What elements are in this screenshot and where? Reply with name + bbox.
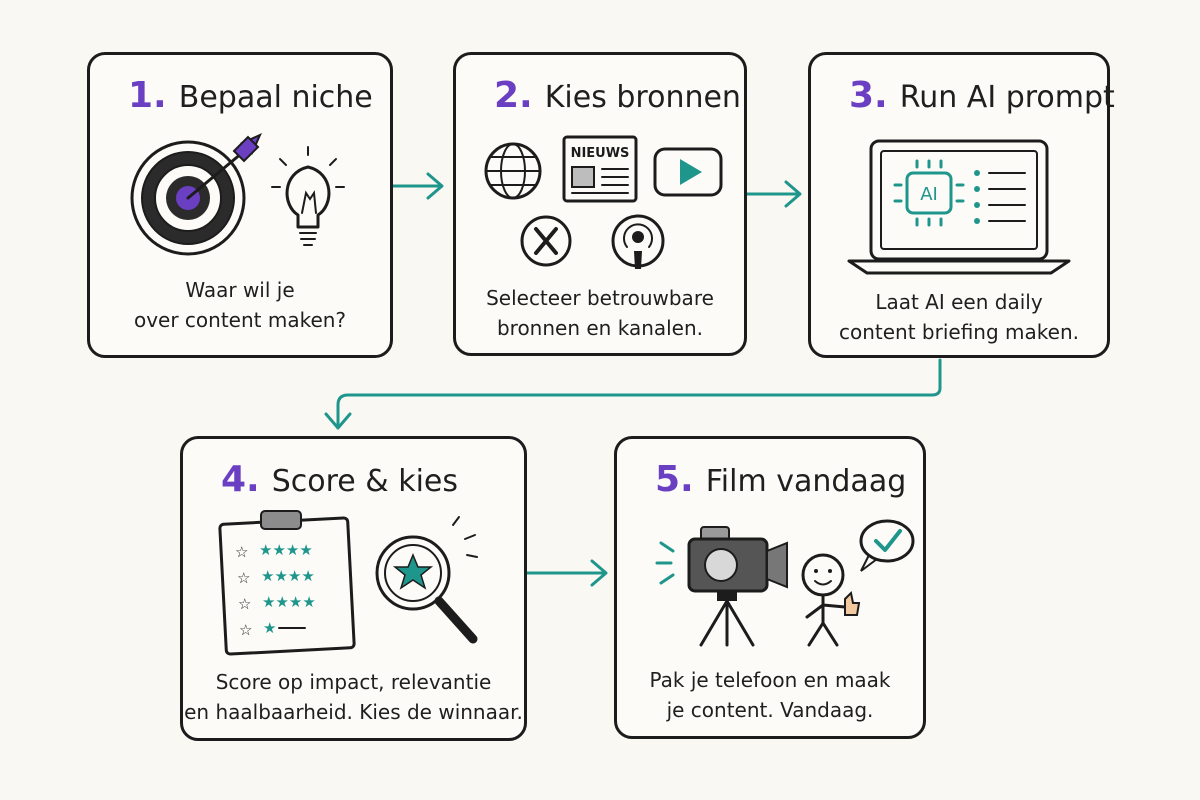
step-1-card: 1.Bepaal niche Waar wil je over content … [87,52,393,358]
step-2-card: 2.Kies bronnen NIEUWS Selectee [453,52,747,356]
magnifier-star-icon [375,516,478,644]
svg-text:★★★★: ★★★★ [261,567,315,585]
step-1-title: 1.Bepaal niche [128,75,373,116]
podcast-icon [611,214,665,269]
svg-text:AI: AI [920,184,938,205]
globe-icon [484,142,542,200]
svg-text:☆: ☆ [235,543,248,561]
step-1-description: Waar wil je over content maken? [133,278,347,332]
svg-text:☆: ☆ [238,595,251,613]
step-4-icons: ☆ ★★★★ ☆ ★★★★ ☆ ★★★★ ☆ ★ [218,510,478,656]
svg-text:NIEUWS: NIEUWS [571,146,630,161]
clipboard-rating-icon: ☆ ★★★★ ☆ ★★★★ ☆ ★★★★ ☆ ★ [218,510,356,656]
lightbulb-icon [271,146,345,246]
step-5-description: Pak je telefoon en maak je content. Vand… [649,668,891,722]
svg-text:☆: ☆ [239,621,252,639]
step-5-icons [655,519,915,647]
step-4-card: 4.Score & kies ☆ ★★★★ ☆ ★★★★ ☆ ★★★★ ☆ ★ Scor… [180,436,527,741]
step-4-description: Score op impact, relevantie en haalbaarh… [184,670,523,724]
target-arrow-icon [130,133,262,256]
newspaper-icon: NIEUWS [562,135,638,203]
checkmark-bubble-icon [859,519,915,572]
video-camera-icon [655,526,788,647]
svg-text:☆: ☆ [237,569,250,587]
svg-text:★★★★: ★★★★ [259,541,313,559]
video-play-icon [653,147,723,197]
laptop-ai-icon: AI [847,139,1071,275]
step-5-title: 5.Film vandaag [655,459,907,500]
step-2-title: 2.Kies bronnen [494,75,741,116]
step-5-card: 5.Film vandaag Pak je telefoon en maak [614,436,926,739]
arrow-4-to-5 [525,559,608,587]
step-3-card: 3.Run AI prompt AI Laat AI een daily con… [808,52,1115,358]
step-2-icons: NIEUWS [484,135,723,269]
thumbs-up-person-icon [801,553,861,647]
arrow-1-to-2 [391,172,444,200]
step-3-description: Laat AI een daily content briefing maken… [839,290,1079,344]
svg-text:★: ★ [263,619,276,637]
step-3-icons: AI [847,139,1071,275]
arrow-3-to-4 [324,358,942,430]
svg-text:★★★★: ★★★★ [262,593,316,611]
step-4-title: 4.Score & kies [221,459,459,500]
step-2-description: Selecteer betrouwbare bronnen en kanalen… [486,286,714,340]
x-logo-icon [520,215,572,267]
arrow-2-to-3 [745,180,802,208]
step-3-title: 3.Run AI prompt [849,75,1115,116]
step-1-icons [130,133,345,256]
